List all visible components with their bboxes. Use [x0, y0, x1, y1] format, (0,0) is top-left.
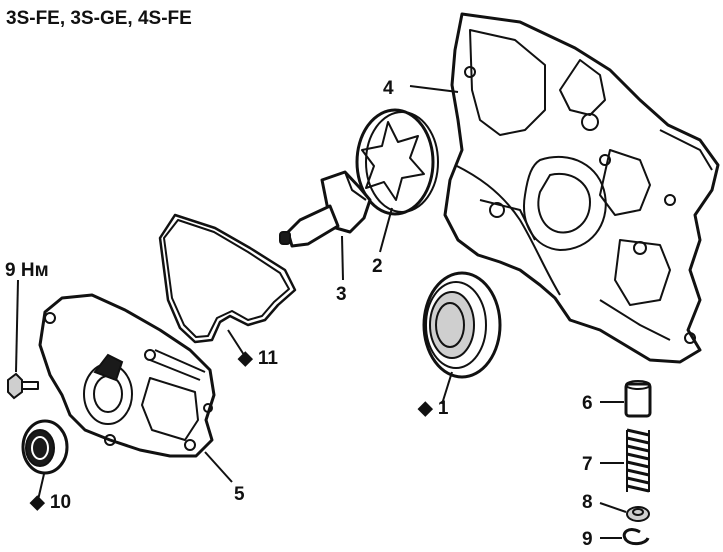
part-4-front-cover [443, 12, 720, 364]
part-6-relief-plunger [624, 380, 652, 418]
part-8-spring-retainer [626, 506, 650, 522]
label-part-7: 7 [582, 454, 593, 475]
part-10-oil-seal [21, 419, 69, 475]
mounting-bolt [7, 372, 39, 400]
label-part-11: ◆ 11 [237, 348, 278, 369]
part-1-front-oil-seal [422, 271, 502, 379]
label-part-5: 5 [234, 484, 245, 505]
label-part-2: 2 [372, 256, 383, 277]
label-part-6: 6 [582, 393, 593, 414]
label-part-9: 9 [582, 529, 593, 550]
part-3-inner-rotor [279, 170, 372, 248]
part-2-outer-rotor [355, 108, 439, 216]
leader-lines [15, 85, 627, 539]
label-part-8: 8 [582, 492, 593, 513]
part-11-gasket [158, 213, 297, 344]
engine-model-title: 3S-FE, 3S-GE, 4S-FE [6, 8, 192, 29]
label-torque: 9 Нм [5, 260, 49, 281]
label-part-10: ◆ 10 [29, 492, 71, 513]
label-part-1: ◆ 1 [417, 398, 449, 419]
label-part-4: 4 [383, 78, 394, 99]
part-9-snap-ring [622, 528, 650, 546]
part-7-relief-spring [626, 428, 650, 493]
label-part-3: 3 [336, 284, 347, 305]
part-5-oil-pump-body [38, 293, 216, 458]
